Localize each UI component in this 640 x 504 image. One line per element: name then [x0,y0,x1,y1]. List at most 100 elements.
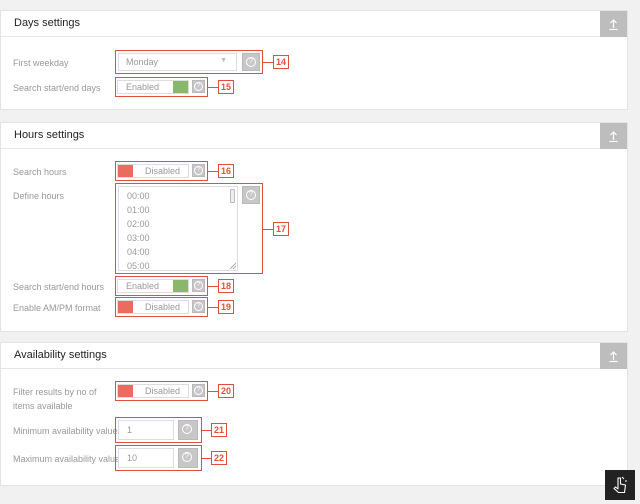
days-settings-header: Days settings [1,11,627,37]
first-weekday-label: First weekday [13,58,69,68]
annotation-connector-18 [208,286,218,287]
question-circle-icon: ? [194,302,203,311]
annotation-box-21 [115,417,202,443]
listbox-scrollbar[interactable] [230,189,235,203]
first-weekday-value: Monday [126,57,159,67]
annotation-marker-20: 20 [218,384,234,398]
annotation-marker-19: 19 [218,300,234,314]
toggle-knob [118,301,133,313]
question-circle-icon: ? [194,82,203,91]
hours-settings-header: Hours settings [1,123,627,149]
days-settings-collapse-button[interactable] [600,11,627,37]
search-hours-help-button[interactable]: ? [192,164,205,177]
hour-option[interactable]: 04:00 [127,247,150,257]
annotation-box-18 [115,276,208,296]
search-hours-label: Search hours [13,167,67,177]
corner-action-button[interactable] [605,470,635,500]
annotation-box-20 [115,381,208,401]
hour-option[interactable]: 01:00 [127,205,150,215]
annotation-connector-17 [263,229,273,230]
annotation-box-15 [115,77,208,97]
toggle-knob [118,385,133,397]
first-weekday-help-button[interactable]: ? [242,53,260,71]
annotation-marker-16: 16 [218,164,234,178]
annotation-marker-14: 14 [273,55,289,69]
define-hours-help-button[interactable]: ? [242,186,260,204]
upload-arrow-icon [609,131,618,143]
search-start-end-days-toggle[interactable]: Enabled [117,80,189,94]
search-start-end-days-state: Enabled [126,82,160,92]
first-weekday-select[interactable]: Monday ▼ [118,53,237,71]
hour-option[interactable]: 02:00 [127,219,150,229]
annotation-box-16 [115,161,208,181]
define-hours-listbox[interactable]: 00:00 01:00 02:00 03:00 04:00 05:00 [118,186,238,271]
search-start-end-hours-state: Enabled [126,281,160,291]
hours-settings-panel: Hours settings [0,122,628,332]
ampm-format-label: Enable AM/PM format [13,303,101,313]
question-circle-icon: ? [246,57,256,67]
annotation-connector-14 [263,62,273,63]
question-circle-icon: ? [246,190,256,200]
toggle-knob [118,165,133,177]
ampm-format-help-button[interactable]: ? [192,300,205,313]
search-start-end-days-label: Search start/end days [13,83,101,93]
availability-settings-header: Availability settings [1,343,627,369]
days-settings-title: Days settings [14,17,81,29]
min-availability-help-button[interactable]: ? [178,420,198,440]
min-availability-label: Minimum availability value [13,426,118,436]
search-start-end-hours-label: Search start/end hours [13,282,105,292]
max-availability-input[interactable]: 10 [118,448,174,468]
pointer-icon [613,476,627,494]
upload-arrow-icon [609,351,618,363]
question-circle-icon: ? [182,424,192,434]
hour-option[interactable]: 05:00 [127,261,150,271]
filter-by-items-toggle[interactable]: Disabled [117,384,189,398]
availability-settings-collapse-button[interactable] [600,343,627,369]
availability-settings-panel: Availability settings [0,342,628,486]
resize-handle-icon[interactable] [230,263,236,269]
annotation-marker-21: 21 [211,423,227,437]
min-availability-input[interactable]: 1 [118,420,174,440]
search-hours-toggle[interactable]: Disabled [117,164,189,178]
toggle-knob [173,81,188,93]
annotation-connector-19 [208,307,218,308]
filter-by-items-label-line2: items available [13,401,73,411]
question-circle-icon: ? [194,386,203,395]
max-availability-label: Maximum availability value [13,454,121,464]
annotation-box-17 [115,183,263,274]
annotation-connector-16 [208,171,218,172]
question-circle-icon: ? [194,281,203,290]
ampm-format-state: Disabled [144,302,180,312]
search-hours-state: Disabled [144,166,180,176]
search-start-end-hours-toggle[interactable]: Enabled [117,279,189,293]
hours-settings-title: Hours settings [14,129,85,141]
annotation-marker-18: 18 [218,279,234,293]
max-availability-value: 10 [127,453,138,463]
question-circle-icon: ? [182,452,192,462]
define-hours-label: Define hours [13,191,65,201]
annotation-box-19 [115,297,208,317]
annotation-marker-17: 17 [273,222,289,236]
annotation-box-22 [115,445,202,471]
hour-option[interactable]: 03:00 [127,233,150,243]
annotation-connector-22 [202,458,211,459]
hour-option[interactable]: 00:00 [127,191,150,201]
annotation-connector-21 [202,430,211,431]
toggle-knob [173,280,188,292]
availability-settings-title: Availability settings [14,349,107,361]
days-settings-panel: Days settings [0,10,628,110]
annotation-connector-15 [208,87,218,88]
max-availability-help-button[interactable]: ? [178,448,198,468]
search-start-end-hours-help-button[interactable]: ? [192,279,205,292]
filter-by-items-help-button[interactable]: ? [192,384,205,397]
ampm-format-toggle[interactable]: Disabled [117,300,189,314]
annotation-marker-15: 15 [218,80,234,94]
chevron-down-icon: ▼ [220,57,227,64]
question-circle-icon: ? [194,166,203,175]
hours-settings-collapse-button[interactable] [600,123,627,149]
upload-arrow-icon [609,19,618,31]
annotation-marker-22: 22 [211,451,227,465]
min-availability-value: 1 [127,425,133,435]
filter-by-items-label-line1: Filter results by no of [13,387,97,397]
search-start-end-days-help-button[interactable]: ? [192,80,205,93]
